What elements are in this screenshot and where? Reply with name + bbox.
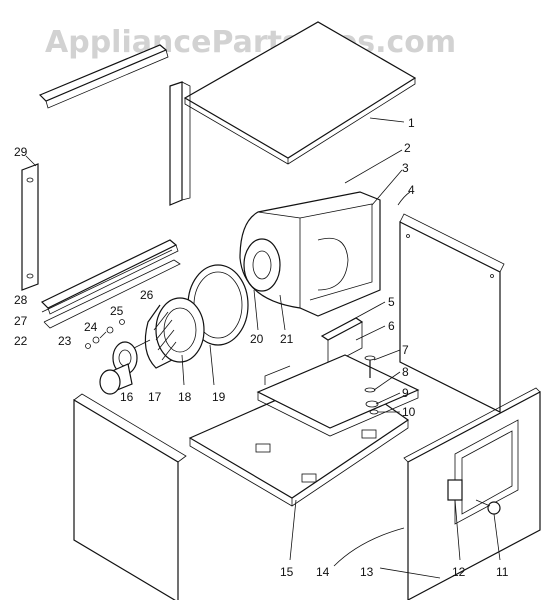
callout-16: 16 xyxy=(120,390,134,404)
callout-1: 1 xyxy=(408,116,415,130)
callout-26: 26 xyxy=(140,288,154,302)
callout-14: 14 xyxy=(316,565,330,579)
callout-22: 22 xyxy=(14,334,28,348)
callout-27: 27 xyxy=(14,314,28,328)
callout-23: 23 xyxy=(58,334,72,348)
leader-lines xyxy=(25,117,501,579)
watermark-text: AppliancePartsPros.com xyxy=(45,25,456,60)
left-side-panel xyxy=(73,393,187,600)
blower-housing xyxy=(239,191,381,317)
top-rail xyxy=(38,44,169,109)
blower-wheel xyxy=(144,297,205,369)
callout-15: 15 xyxy=(280,565,294,579)
callout-12: 12 xyxy=(452,565,466,579)
hardware-7-10 xyxy=(364,355,379,415)
motor xyxy=(99,363,133,395)
part-28-rail xyxy=(40,239,181,329)
callout-18: 18 xyxy=(178,390,192,404)
callout-5: 5 xyxy=(388,295,395,309)
front-panel xyxy=(403,387,541,600)
callout-10: 10 xyxy=(402,405,416,419)
callout-3: 3 xyxy=(402,161,409,175)
callout-29: 29 xyxy=(14,145,28,159)
hardware-small xyxy=(85,319,125,349)
corner-post xyxy=(169,81,191,206)
top-panel xyxy=(183,21,417,165)
callout-17: 17 xyxy=(148,390,162,404)
callout-8: 8 xyxy=(402,365,409,379)
callout-labels: 1 2 3 4 5 6 7 8 9 10 11 12 13 14 15 16 1… xyxy=(14,116,509,579)
right-side-panel xyxy=(399,213,505,413)
callout-6: 6 xyxy=(388,319,395,333)
callout-20: 20 xyxy=(250,332,264,346)
callout-24: 24 xyxy=(84,320,98,334)
callout-4: 4 xyxy=(408,183,415,197)
part-29-strip xyxy=(21,163,39,291)
callout-19: 19 xyxy=(212,390,226,404)
callout-13: 13 xyxy=(360,565,374,579)
callout-7: 7 xyxy=(402,343,409,357)
callout-25: 25 xyxy=(110,304,124,318)
callout-2: 2 xyxy=(404,141,411,155)
callout-28: 28 xyxy=(14,293,28,307)
middle-plate xyxy=(256,354,420,437)
callout-21: 21 xyxy=(280,332,294,346)
callout-11: 11 xyxy=(496,565,509,579)
callout-9: 9 xyxy=(402,386,409,400)
